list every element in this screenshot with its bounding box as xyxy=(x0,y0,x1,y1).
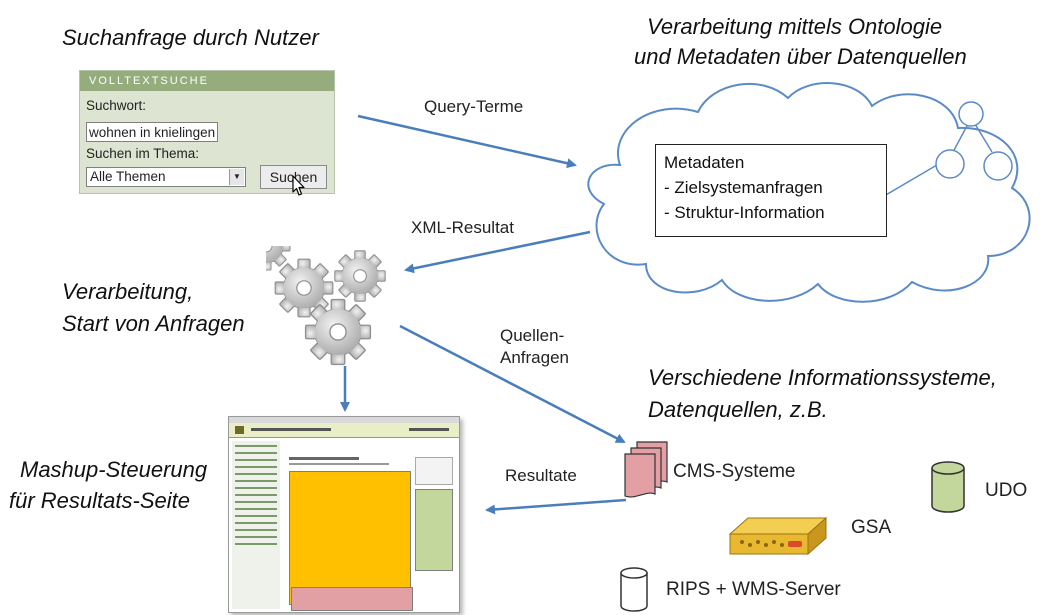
result-main-panel xyxy=(289,471,411,605)
search-form: VOLLTEXTSUCHE Suchwort: wohnen in knieli… xyxy=(79,70,335,196)
label-rips-wms: RIPS + WMS-Server xyxy=(666,579,841,600)
heading-ontology-line1: Verarbeitung mittels Ontologie xyxy=(647,14,943,39)
metadata-item-target-queries: - Zielsystemanfragen xyxy=(664,178,823,197)
appliance-icon xyxy=(728,516,828,556)
result-bottom-panel xyxy=(291,587,413,611)
label-udo: UDO xyxy=(985,480,1028,501)
topic-select-value: Alle Themen xyxy=(90,169,166,184)
keyword-label: Suchwort: xyxy=(86,98,147,113)
arrow-xml-result xyxy=(404,230,591,274)
cursor-icon xyxy=(292,175,305,196)
metadata-title: Metadaten xyxy=(664,153,745,172)
portal-header xyxy=(229,423,459,438)
label-query-terms: Query-Terme xyxy=(424,97,524,116)
result-mini-form xyxy=(415,457,453,485)
metadata-box: Metadaten - Zielsystemanfragen - Struktu… xyxy=(655,144,887,237)
heading-mashup-line1: Mashup-Steuerung xyxy=(20,457,208,482)
search-form-header: VOLLTEXTSUCHE xyxy=(80,71,334,91)
label-results: Resultate xyxy=(505,466,577,485)
heading-processing-line1: Verarbeitung, xyxy=(62,279,194,304)
arrow-source-queries xyxy=(399,324,626,444)
heading-systems-line2: Datenquellen, z.B. xyxy=(648,397,828,422)
topic-label: Suchen im Thema: xyxy=(86,146,200,161)
gears-icon xyxy=(266,246,386,366)
heading-ontology-line2: und Metadaten über Datenquellen xyxy=(634,44,967,69)
heading-mashup-line2: für Resultats-Seite xyxy=(9,488,190,513)
label-cms-systems: CMS-Systeme xyxy=(673,461,796,482)
topic-select[interactable]: Alle Themen ▼ xyxy=(86,167,246,187)
heading-systems-line1: Verschiedene Informationssysteme, xyxy=(648,365,997,390)
database-icon xyxy=(620,567,648,612)
label-source-queries-line2: Anfragen xyxy=(500,348,569,367)
label-xml-result: XML-Resultat xyxy=(411,218,514,237)
portal-sidebar xyxy=(232,441,280,609)
document-stack-icon xyxy=(624,441,668,498)
tree-icon xyxy=(883,101,1013,197)
arrow-query-terms xyxy=(357,114,577,169)
result-page-thumbnail xyxy=(228,416,460,613)
database-icon xyxy=(931,461,965,513)
label-gsa: GSA xyxy=(851,517,892,538)
heading-processing-line2: Start von Anfragen xyxy=(62,311,245,336)
metadata-item-structure-info: - Struktur-Information xyxy=(664,203,825,222)
chevron-down-icon[interactable]: ▼ xyxy=(229,169,244,185)
heading-search-request: Suchanfrage durch Nutzer xyxy=(62,25,319,50)
search-input[interactable]: wohnen in knielingen xyxy=(86,122,218,142)
result-side-panel xyxy=(415,489,453,571)
label-source-queries-line1: Quellen- xyxy=(500,326,565,345)
arrow-results xyxy=(485,498,627,515)
browser-bar xyxy=(229,417,459,423)
